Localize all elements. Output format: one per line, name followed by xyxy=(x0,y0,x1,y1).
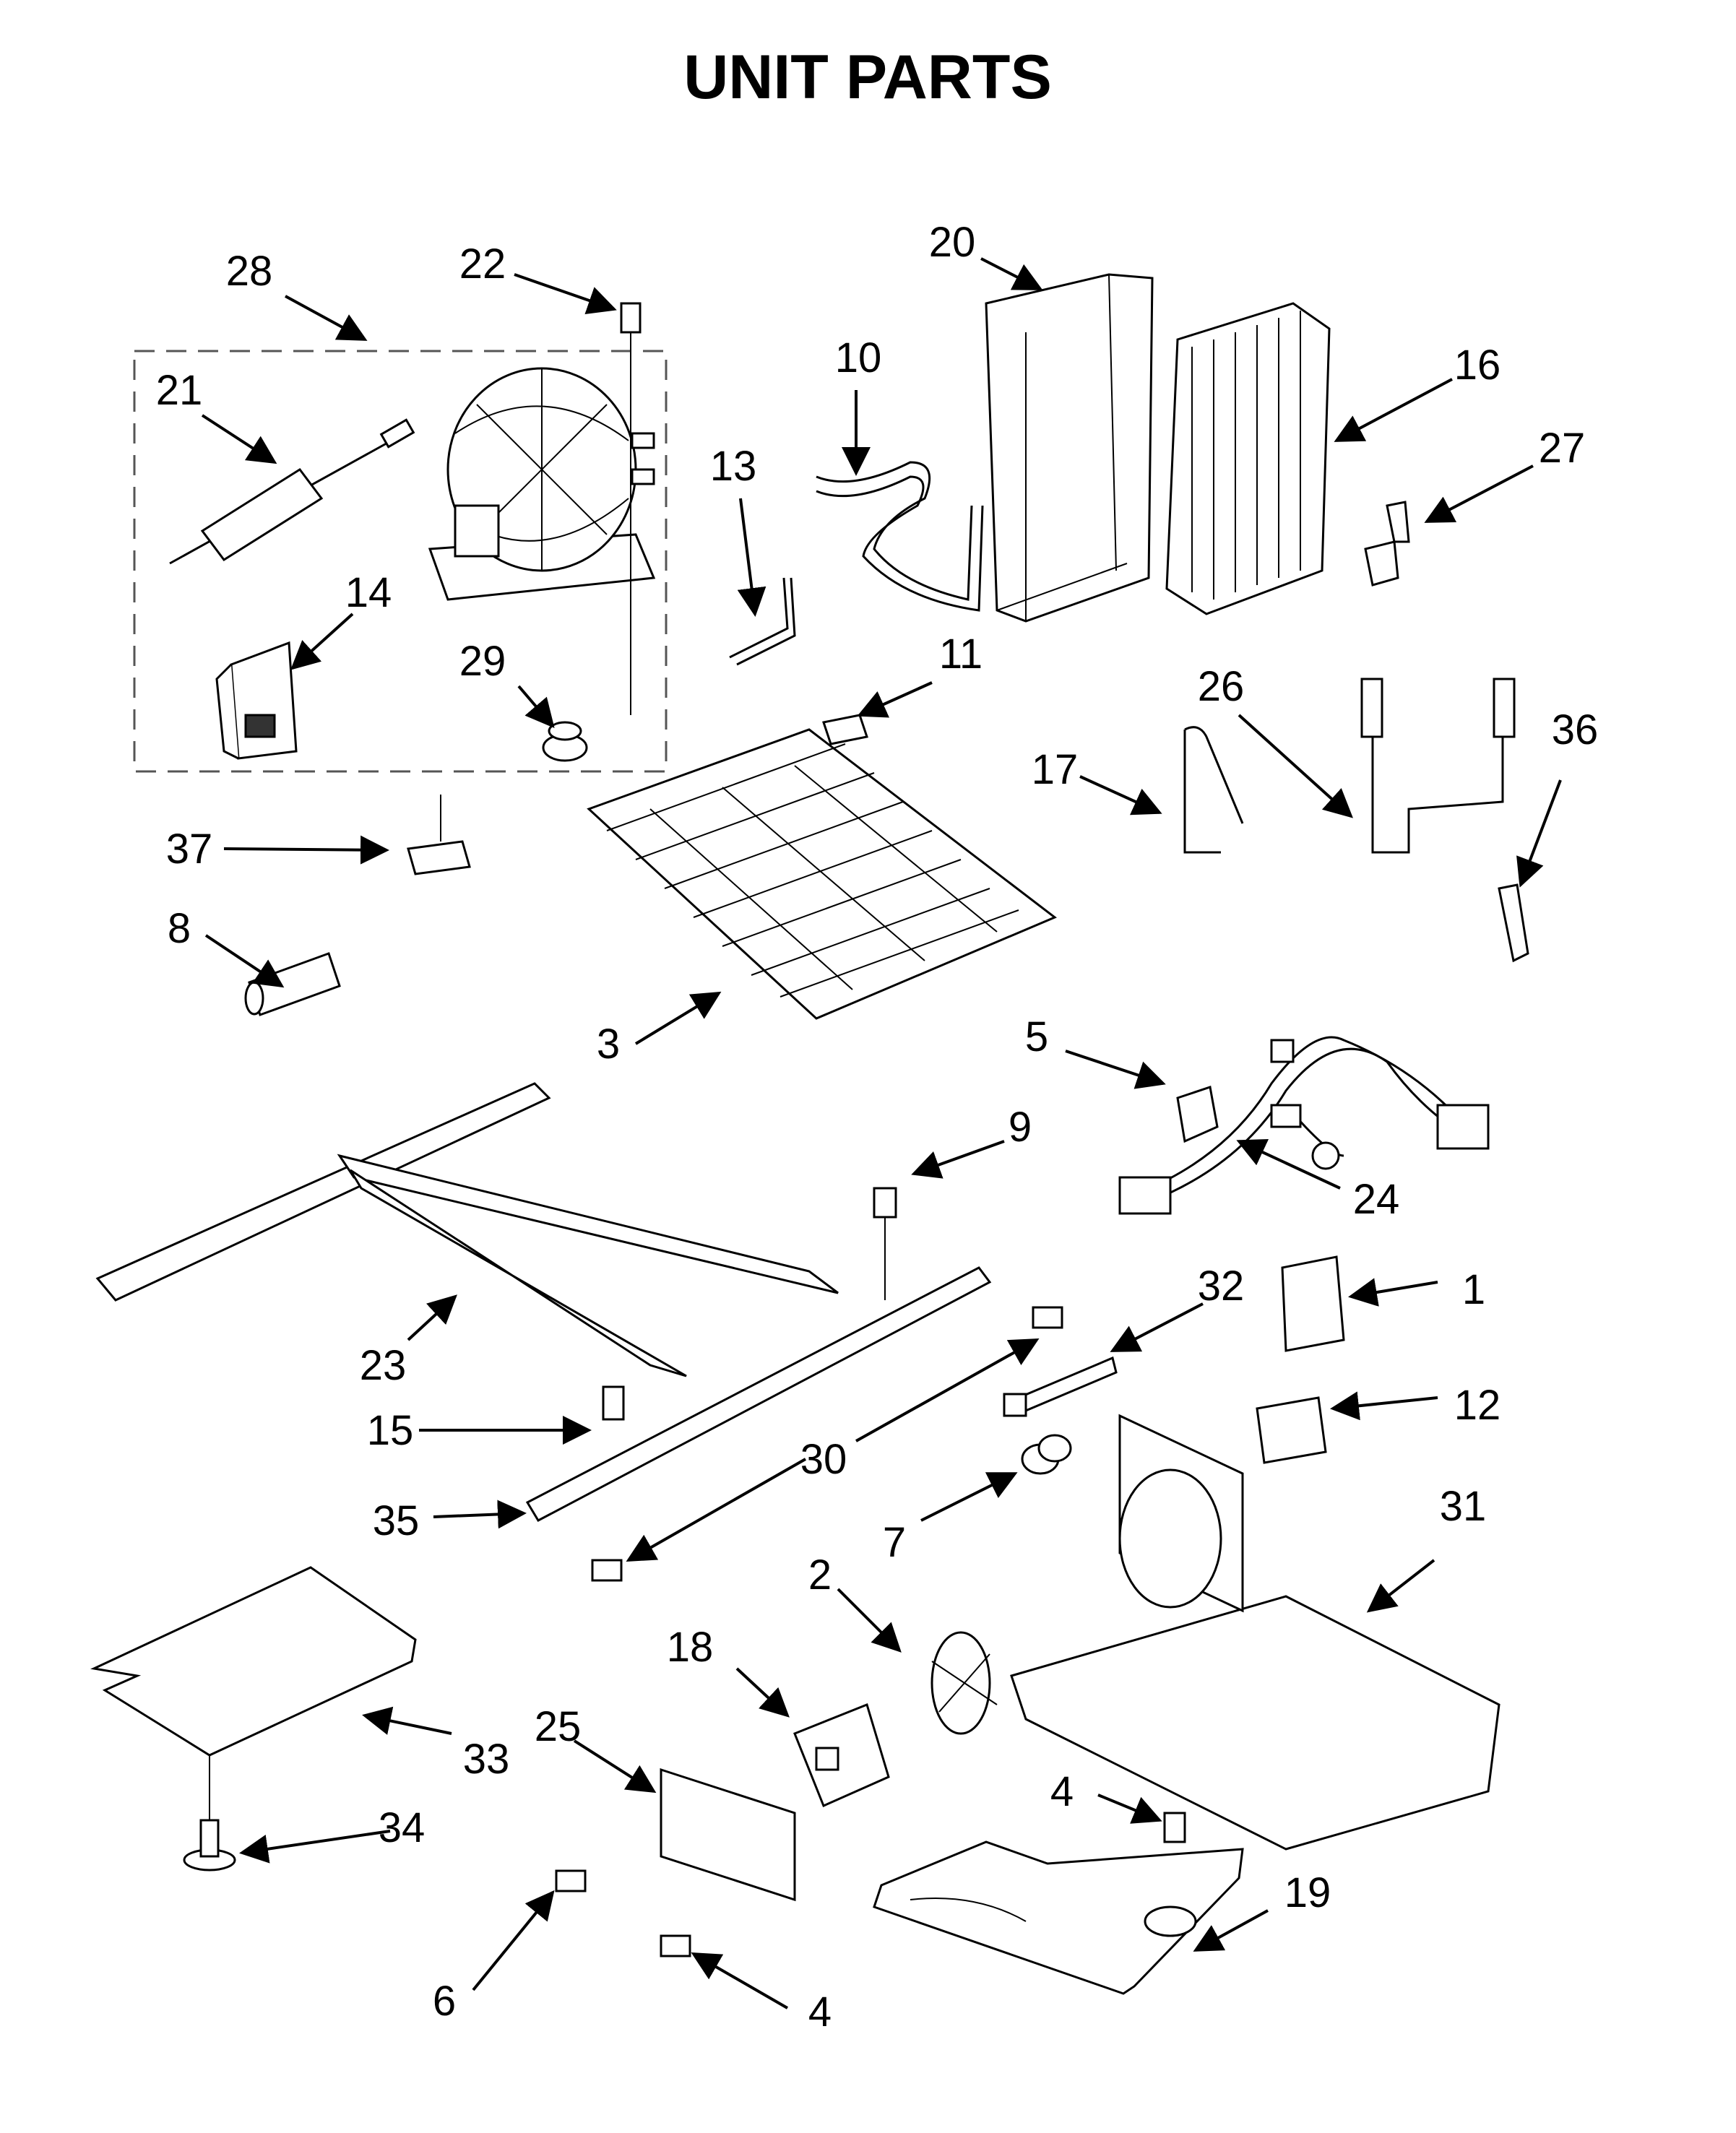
callout-25: 25 xyxy=(535,1703,582,1750)
compressor-kit-dashed-outline xyxy=(133,350,668,773)
callout-30: 30 xyxy=(800,1436,847,1483)
part-7-part xyxy=(1021,1434,1072,1475)
callout-20: 20 xyxy=(929,219,976,266)
callout-37: 37 xyxy=(166,826,213,873)
callout-27: 27 xyxy=(1539,425,1586,472)
cover-33-part xyxy=(90,1566,417,1757)
callout-26: 26 xyxy=(1198,663,1245,710)
bolt-22-part xyxy=(620,302,642,715)
leveler-part xyxy=(183,1755,236,1872)
callout-15: 15 xyxy=(367,1407,414,1454)
strip-32-part xyxy=(1003,1356,1118,1417)
callout-4-bottom: 4 xyxy=(808,1989,832,2035)
bracket-36-part xyxy=(1498,883,1529,963)
bracket-27-part xyxy=(1364,501,1410,587)
condenser-shroud-part xyxy=(985,273,1154,623)
grommet-part xyxy=(542,721,588,762)
callout-8: 8 xyxy=(168,905,191,952)
wire-harness-part xyxy=(1118,1036,1490,1215)
callout-18: 18 xyxy=(667,1624,714,1671)
fan-motor-part xyxy=(793,1702,890,1808)
tube-13-part xyxy=(729,577,796,666)
clip-37-part xyxy=(407,795,471,875)
callout-2: 2 xyxy=(808,1552,832,1598)
screw-6-part xyxy=(555,1869,587,1892)
screw-9-part xyxy=(873,1187,897,1300)
callout-22: 22 xyxy=(459,241,506,287)
callout-4-right: 4 xyxy=(1050,1768,1074,1815)
callout-10: 10 xyxy=(835,334,882,381)
callout-35: 35 xyxy=(373,1497,420,1544)
evaporator-part xyxy=(587,728,1057,1020)
callout-17: 17 xyxy=(1032,746,1079,793)
base-pan-part xyxy=(1010,1414,1500,1851)
clip-5-part xyxy=(1176,1086,1219,1143)
callout-7: 7 xyxy=(883,1519,906,1566)
callout-16: 16 xyxy=(1454,342,1501,389)
fan-blade-part xyxy=(930,1631,998,1735)
callout-29: 29 xyxy=(459,638,506,685)
callout-13: 13 xyxy=(710,443,757,490)
motor-bracket-part xyxy=(660,1768,796,1902)
drier-part xyxy=(169,418,415,565)
screw-30b-part xyxy=(591,1559,623,1582)
screw-4b-part xyxy=(1163,1812,1186,1843)
callout-12: 12 xyxy=(1454,1382,1501,1429)
clip-11-part xyxy=(822,714,868,745)
callout-32: 32 xyxy=(1198,1263,1245,1310)
diagram-title: UNIT PARTS xyxy=(683,43,1052,112)
screw-4a-part xyxy=(660,1934,691,1957)
compressor-part xyxy=(428,367,656,601)
tube-10-part xyxy=(816,461,984,612)
start-relay-part xyxy=(215,641,298,760)
callout-14: 14 xyxy=(345,569,392,616)
callout-34: 34 xyxy=(379,1804,426,1851)
rail-23-part xyxy=(95,1082,839,1377)
callout-28: 28 xyxy=(226,248,273,295)
board-12-part xyxy=(1256,1396,1327,1464)
leader-lines xyxy=(201,257,1562,2009)
screw-30a-part xyxy=(1032,1306,1063,1329)
drier-assembly-part xyxy=(1360,678,1516,854)
callout-21: 21 xyxy=(156,367,203,414)
rail-35-part xyxy=(525,1266,992,1522)
callout-3: 3 xyxy=(597,1021,620,1068)
callout-23: 23 xyxy=(360,1342,407,1389)
callout-6: 6 xyxy=(433,1978,456,2025)
callout-5: 5 xyxy=(1025,1013,1048,1060)
drain-pan-part xyxy=(873,1840,1244,1995)
callout-11: 11 xyxy=(939,631,983,678)
bracket-17-part xyxy=(1183,726,1244,854)
callout-31: 31 xyxy=(1440,1483,1487,1530)
callout-labels: 28 22 20 10 16 27 21 13 14 29 11 26 36 1… xyxy=(156,219,1599,2035)
condenser-part xyxy=(1165,302,1331,615)
callout-33: 33 xyxy=(463,1736,510,1783)
callout-9: 9 xyxy=(1009,1104,1032,1151)
callout-1: 1 xyxy=(1462,1266,1485,1313)
callout-19: 19 xyxy=(1284,1869,1331,1916)
screw-15-part xyxy=(602,1385,625,1421)
callout-36: 36 xyxy=(1552,706,1599,753)
pad-1-part xyxy=(1281,1255,1345,1352)
callout-24: 24 xyxy=(1353,1176,1400,1223)
tube-8-part xyxy=(244,952,341,1016)
